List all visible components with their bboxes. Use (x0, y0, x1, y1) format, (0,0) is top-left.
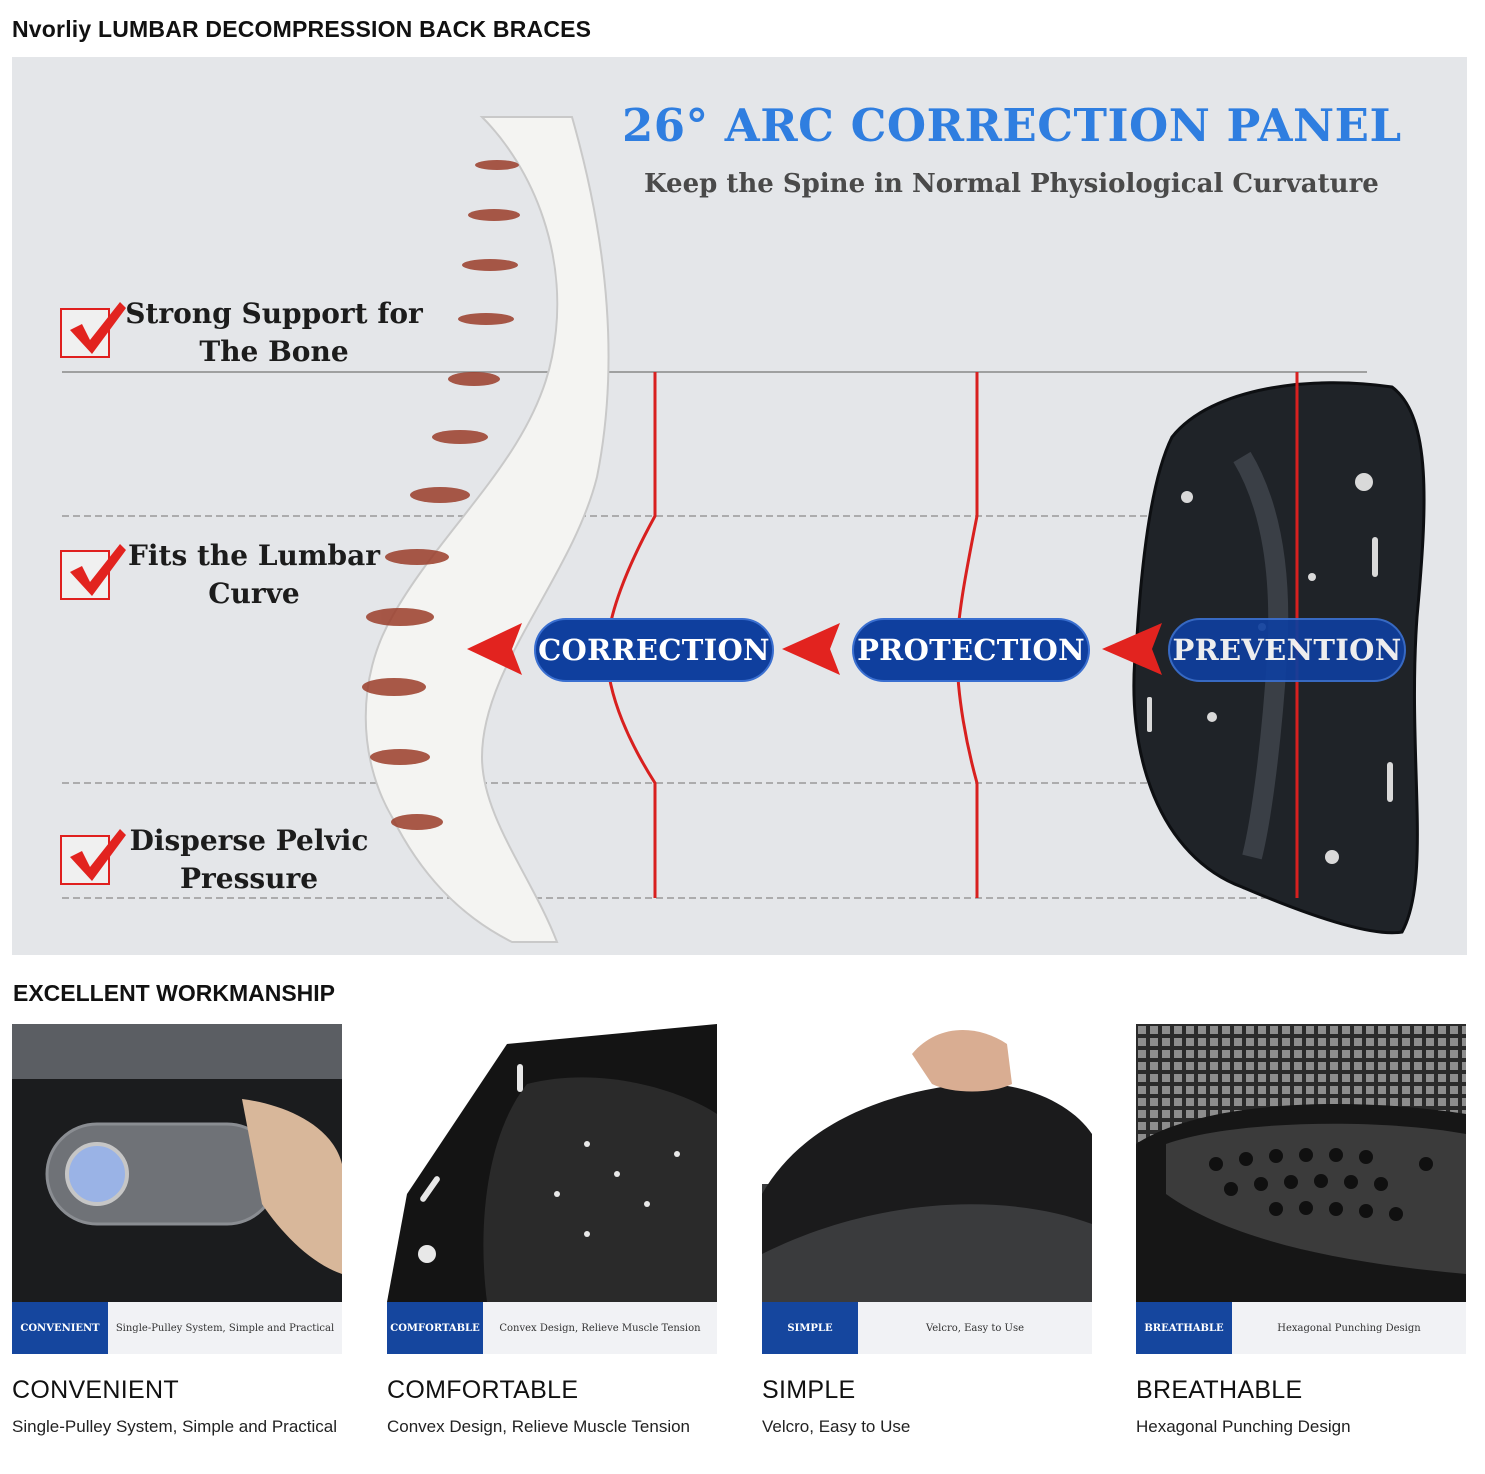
card-desc: Velcro, Easy to Use (762, 1417, 911, 1436)
arc-correction-banner: 26° ARC CORRECTION PANEL Keep the Spine … (12, 57, 1467, 955)
card-title: CONVENIENT (12, 1376, 179, 1404)
card-title: SIMPLE (762, 1376, 856, 1404)
strip-tag: SIMPLE (762, 1302, 858, 1354)
thumb-strip: CONVENIENT Single-Pulley System, Simple … (12, 1302, 342, 1354)
pulley-image: CONVENIENT Single-Pulley System, Simple … (12, 1024, 342, 1354)
arrow-to-correction-icon (782, 623, 840, 675)
section-heading: EXCELLENT WORKMANSHIP (13, 980, 335, 1006)
thumb-strip: BREATHABLE Hexagonal Punching Design (1136, 1302, 1466, 1354)
arrow-to-spine-icon (467, 623, 522, 675)
feature-line: Fits the Lumbar (128, 539, 380, 572)
checkmark-icon (60, 544, 126, 600)
card-title: BREATHABLE (1136, 1376, 1303, 1404)
mesh-image: BREATHABLE Hexagonal Punching Design (1136, 1024, 1466, 1354)
velcro-image: SIMPLE Velcro, Easy to Use (762, 1024, 1092, 1354)
stage-prevention: PREVENTION (1168, 618, 1406, 682)
card-desc: Single-Pulley System, Simple and Practic… (12, 1417, 338, 1436)
card-title: COMFORTABLE (387, 1376, 579, 1404)
card-desc: Hexagonal Punching Design (1136, 1417, 1351, 1436)
strip-desc: Convex Design, Relieve Muscle Tension (499, 1322, 701, 1334)
stage-correction: CORRECTION (534, 618, 774, 682)
feature-strong-support: Strong Support for The Bone (60, 295, 424, 371)
card-comfortable: COMFORTABLE Convex Design, Relieve Muscl… (387, 1024, 717, 1439)
feature-line: The Bone (199, 335, 349, 368)
feature-label: Fits the Lumbar Curve (124, 537, 384, 613)
page-title: Nvorliy LUMBAR DECOMPRESSION BACK BRACES (12, 16, 592, 42)
panel-image: COMFORTABLE Convex Design, Relieve Muscl… (387, 1024, 717, 1354)
banner-subtitle: Keep the Spine in Normal Physiological C… (644, 169, 1379, 199)
feature-line: Disperse Pelvic (129, 824, 369, 857)
spine-illustration (362, 116, 610, 943)
strip-tag: COMFORTABLE (387, 1302, 483, 1354)
thumb-strip: COMFORTABLE Convex Design, Relieve Muscl… (387, 1302, 717, 1354)
feature-line: Pressure (179, 862, 319, 895)
strip-tag: BREATHABLE (1136, 1302, 1232, 1354)
card-convenient: CONVENIENT Single-Pulley System, Simple … (12, 1024, 342, 1439)
card-desc: Convex Design, Relieve Muscle Tension (387, 1417, 691, 1436)
card-breathable: BREATHABLE Hexagonal Punching Design BRE… (1136, 1024, 1466, 1439)
strip-desc: Single-Pulley System, Simple and Practic… (115, 1322, 335, 1334)
card-simple: SIMPLE Velcro, Easy to Use SIMPLE Velcro… (762, 1024, 1092, 1439)
feature-label: Disperse Pelvic Pressure (124, 822, 374, 898)
feature-label: Strong Support for The Bone (124, 295, 424, 371)
strip-desc: Velcro, Easy to Use (925, 1322, 1025, 1334)
feature-line: Strong Support for (125, 297, 423, 330)
thumb-strip: SIMPLE Velcro, Easy to Use (762, 1302, 1092, 1354)
feature-disperse-pelvic: Disperse Pelvic Pressure (60, 822, 374, 898)
feature-line: Curve (208, 577, 300, 610)
checkmark-icon (60, 302, 126, 358)
feature-fits-lumbar: Fits the Lumbar Curve (60, 537, 384, 613)
checkmark-icon (60, 829, 126, 885)
stage-protection: PROTECTION (852, 618, 1090, 682)
strip-desc: Hexagonal Punching Design (1277, 1322, 1421, 1334)
strip-tag: CONVENIENT (12, 1302, 108, 1354)
banner-title: 26° ARC CORRECTION PANEL (622, 99, 1402, 152)
arrow-to-protection-icon (1102, 623, 1162, 675)
